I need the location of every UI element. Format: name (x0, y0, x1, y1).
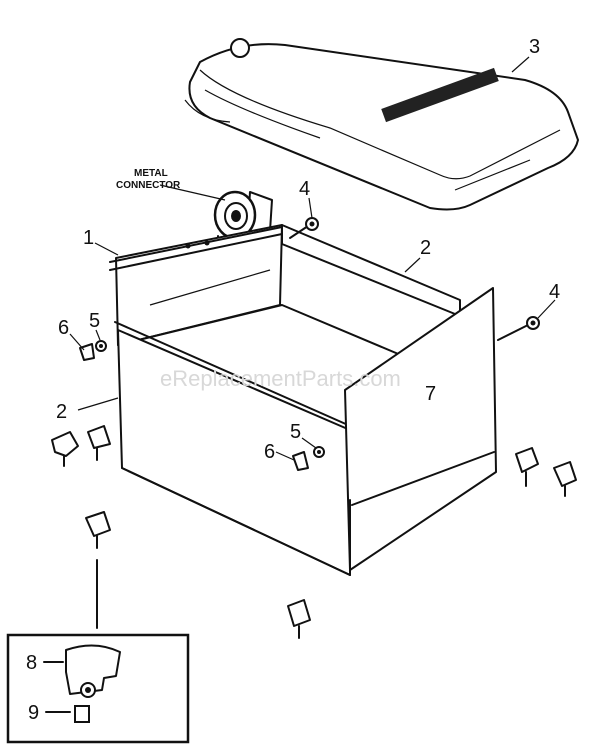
cushion-grommet (230, 38, 250, 58)
leader-lines (69, 56, 556, 461)
clamp-left-1 (51, 431, 79, 467)
metal-connector-label-line1: METAL (134, 168, 168, 179)
clamp-right-2 (553, 461, 577, 497)
callout-4-right: 4 (549, 281, 560, 303)
callout-4-top: 4 (299, 178, 310, 200)
bolt-right (497, 316, 540, 341)
callout-5-left: 5 (89, 310, 100, 332)
washer-left (95, 340, 107, 352)
cushion-zipper-band (381, 67, 499, 123)
callout-7: 7 (425, 383, 436, 405)
detail-inset (6, 633, 190, 744)
watermark-text: eReplacementParts.com (160, 366, 401, 391)
callout-2-right: 2 (420, 237, 431, 259)
seat-cushion (184, 38, 579, 211)
storage-box (109, 224, 497, 576)
callout-5-mid: 5 (290, 421, 301, 443)
callout-3: 3 (529, 36, 540, 58)
clamp-right-1 (515, 447, 539, 487)
washer-mid (313, 446, 325, 458)
clamp-bottom-mid (287, 599, 311, 639)
callout-8: 8 (26, 652, 37, 674)
metal-connector-label-line2: CONNECTOR (116, 180, 181, 191)
wing-nut-left (79, 343, 95, 361)
callout-6-left: 6 (58, 317, 69, 339)
bolt-top (289, 217, 319, 239)
wing-nut-mid (292, 451, 309, 471)
callout-1: 1 (83, 227, 94, 249)
callout-6-mid: 6 (264, 441, 275, 463)
callout-2-left: 2 (56, 401, 67, 423)
callout-9: 9 (28, 702, 39, 724)
clamp-bottom-left (85, 511, 111, 629)
clamp-left-2 (87, 425, 111, 461)
